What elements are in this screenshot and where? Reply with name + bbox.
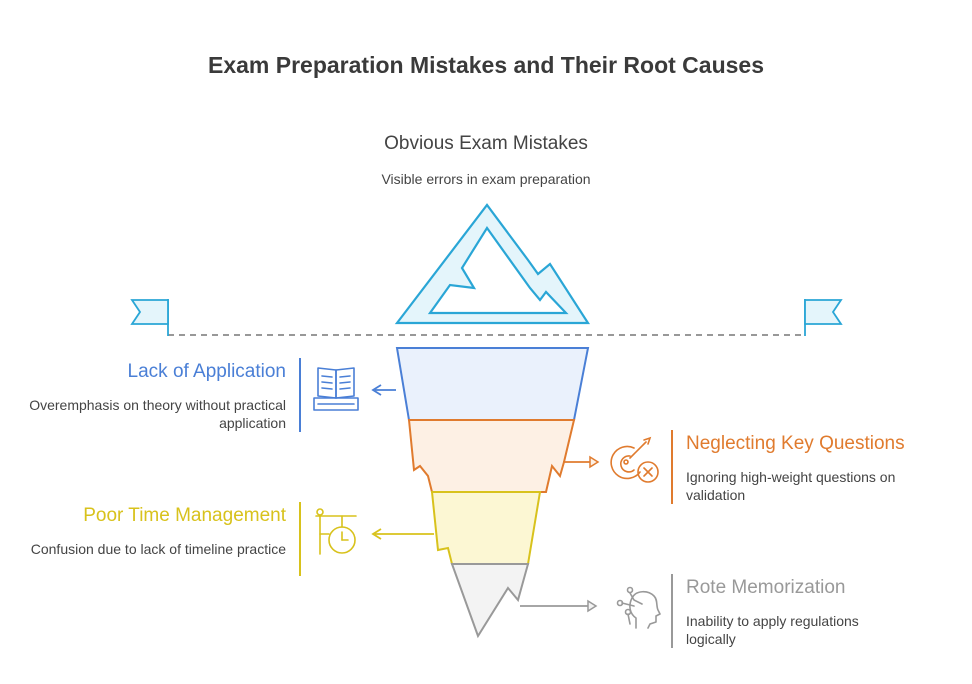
page-title: Exam Preparation Mistakes and Their Root…	[207, 52, 764, 78]
cause-heading-neglecting-key-questions: Neglecting Key Questions	[686, 433, 905, 454]
cause-description-rote-memorization: Inability to apply regulations logically	[686, 613, 859, 647]
connector-poor-time-management	[371, 528, 434, 540]
missed-target-icon	[610, 436, 659, 483]
cause-description-lack-of-application: Overemphasis on theory without practical…	[29, 397, 286, 431]
layer-neglecting-key-questions	[407, 419, 576, 493]
connector-rote-memorization	[520, 599, 598, 613]
head-memory-icon	[616, 586, 661, 629]
iceberg-tip-shape	[394, 203, 591, 325]
left-flag-icon	[130, 299, 169, 336]
layer-poor-time-management	[430, 491, 542, 565]
connector-lack-of-application	[371, 384, 396, 396]
waterline	[130, 299, 843, 336]
open-book-icon	[313, 367, 359, 411]
layer-rote-memorization	[450, 563, 530, 639]
right-flag-icon	[804, 299, 843, 336]
cause-heading-poor-time-management: Poor Time Management	[83, 505, 286, 526]
connector-neglecting-key-questions	[563, 455, 600, 469]
iceberg-tip	[394, 203, 591, 325]
cause-heading-rote-memorization: Rote Memorization	[686, 577, 846, 598]
clock-icon	[315, 508, 357, 555]
layer-lack-of-application	[395, 347, 590, 421]
cause-heading-lack-of-application: Lack of Application	[127, 361, 286, 382]
surface-description: Visible errors in exam preparation	[381, 171, 591, 187]
surface-heading: Obvious Exam Mistakes	[384, 133, 588, 154]
cause-description-neglecting-key-questions: Ignoring high-weight questions on valida…	[686, 469, 896, 503]
cause-description-poor-time-management: Confusion due to lack of timeline practi…	[30, 541, 286, 557]
